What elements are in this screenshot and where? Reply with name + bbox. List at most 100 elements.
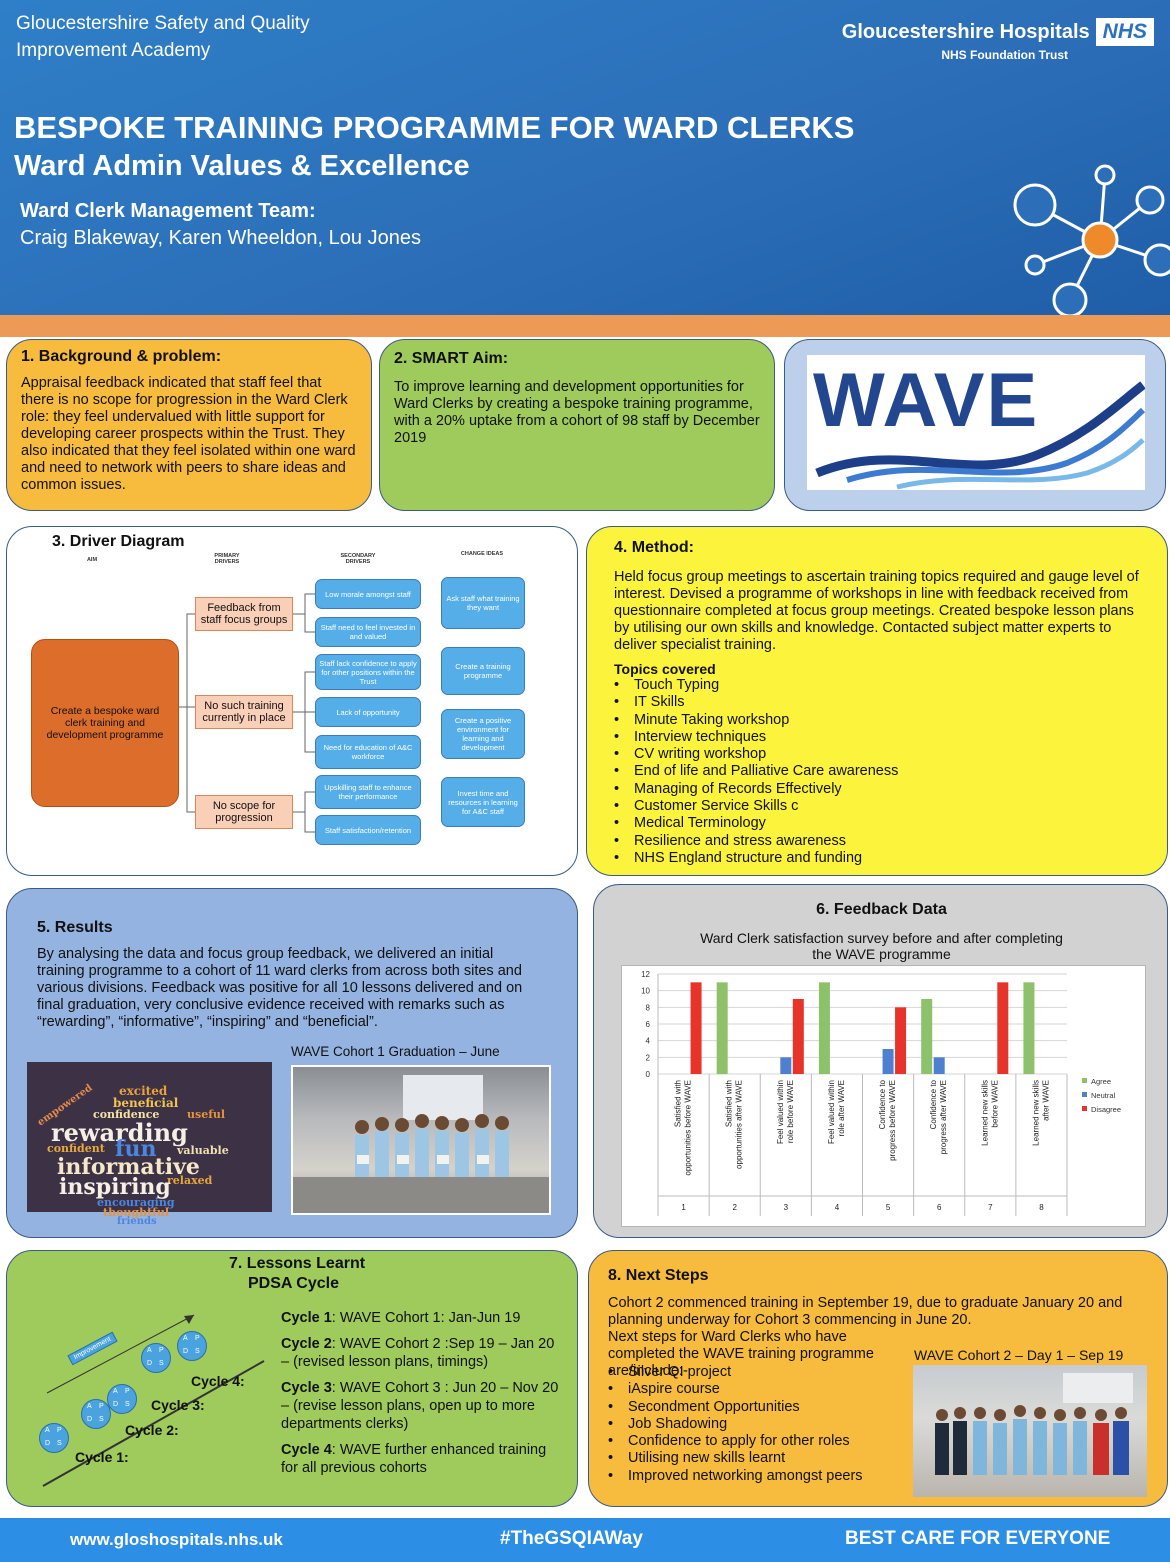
diagram-cycle-4-label: Cycle 4: <box>191 1373 245 1389</box>
topic-item: Customer Service Skills c <box>614 798 1140 816</box>
secondary-driver-2: Staff need to feel invested in and value… <box>315 617 421 647</box>
background-panel: 1. Background & problem: Appraisal feedb… <box>6 339 372 511</box>
driver-aim-box: Create a bespoke ward clerk training and… <box>31 639 179 807</box>
team-names: Craig Blakeway, Karen Wheeldon, Lou Jone… <box>20 227 421 249</box>
word-inspiring: inspiring <box>59 1174 171 1200</box>
driver-col-change: CHANGE IDEAS <box>460 551 504 557</box>
next-step-item: Confidence to apply for other roles <box>608 1433 863 1451</box>
background-heading: 1. Background & problem: <box>21 348 222 365</box>
topic-item: End of life and Palliative Care awarenes… <box>614 763 1140 781</box>
poster-subtitle: Ward Admin Values & Excellence <box>14 150 470 182</box>
diagram-cycle-2-label: Cycle 2: <box>125 1422 179 1438</box>
hospital-subtitle: NHS Foundation Trust <box>941 48 1068 62</box>
word-confidence: confidence <box>93 1108 160 1121</box>
graduation-group-image <box>293 1075 549 1213</box>
category-number: 1 <box>681 1203 686 1212</box>
topic-item: IT Skills <box>614 694 1140 712</box>
cohort2-photo <box>913 1365 1147 1497</box>
bar-agree <box>716 982 728 1074</box>
word-encouraging: encouraging <box>97 1196 175 1209</box>
cycle-text: : WAVE Cohort 3 : Jun 20 – Nov 20 – (rev… <box>281 1380 559 1432</box>
category-label: Learned new skillsafter WAVE <box>1031 1080 1050 1146</box>
bar-disagree <box>690 982 702 1074</box>
bar-agree <box>818 982 830 1074</box>
cycle-text: : WAVE Cohort 1: Jan-Jun 19 <box>331 1310 521 1326</box>
next-text: Cohort 2 commenced training in September… <box>608 1295 1123 1328</box>
word-useful: useful <box>187 1108 226 1121</box>
bar-neutral <box>933 1057 945 1074</box>
pdsa-letter: S <box>159 1360 164 1367</box>
bar-neutral <box>882 1049 894 1074</box>
pdsa-letter: P <box>159 1347 164 1354</box>
y-tick-label: 12 <box>641 970 650 979</box>
pdsa-letter: A <box>147 1347 152 1354</box>
topic-item: Medical Terminology <box>614 815 1140 833</box>
word-friends: friends <box>117 1216 157 1227</box>
method-text: Held focus group meetings to ascertain t… <box>614 569 1139 653</box>
diagram-cycle-1-label: Cycle 1: <box>75 1449 129 1465</box>
cycle-text: : WAVE further enhanced training for all… <box>281 1442 547 1476</box>
change-idea-1: Ask staff what training they want <box>441 577 525 629</box>
y-tick-label: 8 <box>646 1003 651 1012</box>
word-fun: fun <box>115 1136 157 1162</box>
poster-title: BESPOKE TRAINING PROGRAMME FOR WARD CLER… <box>14 110 855 145</box>
results-text: By analysing the data and focus group fe… <box>37 946 523 1030</box>
pdsa-letter: P <box>195 1335 200 1342</box>
cycle-description: Cycle 2: WAVE Cohort 2 :Sep 19 – Jan 20 … <box>281 1335 561 1371</box>
footer-bar: www.gloshospitals.nhs.uk #TheGSQIAWay BE… <box>0 1518 1170 1562</box>
change-idea-4: Invest time and resources in learning fo… <box>441 777 525 827</box>
y-tick-label: 6 <box>646 1020 651 1029</box>
pdsa-letter: D <box>45 1440 51 1447</box>
cycle-label: Cycle 2 <box>281 1336 332 1352</box>
cohort2-caption: WAVE Cohort 2 – Day 1 – Sep 19 <box>914 1347 1124 1363</box>
driver-col-secondary: SECONDARY DRIVERS <box>340 553 376 565</box>
pdsa-heading: PDSA Cycle <box>248 1275 339 1292</box>
change-idea-2: Create a training programme <box>441 647 525 695</box>
background-text: Appraisal feedback indicated that staff … <box>21 375 356 493</box>
word-thoughtful: thoughtful <box>103 1206 170 1219</box>
wave-swoosh-icon <box>815 381 1145 490</box>
driver-panel: 3. Driver Diagram AIM PRIMARY DRIVERS SE… <box>6 526 578 876</box>
results-heading: 5. Results <box>37 919 113 936</box>
next-step-item: Improved networking amongst peers <box>608 1468 863 1486</box>
bar-disagree <box>792 999 804 1074</box>
category-label: Learned new skillsbefore WAVE <box>980 1080 999 1146</box>
pdsa-letter: P <box>99 1403 104 1410</box>
aim-panel: 2. SMART Aim: To improve learning and de… <box>379 339 775 511</box>
secondary-driver-3: Staff lack confidence to apply for other… <box>315 654 421 690</box>
nhs-logo: NHS <box>1095 18 1154 46</box>
pdsa-letter: S <box>125 1401 130 1408</box>
footer-url-link[interactable]: www.gloshospitals.nhs.uk <box>70 1530 283 1549</box>
cycle-text: : WAVE Cohort 2 :Sep 19 – Jan 20 – (revi… <box>281 1336 555 1370</box>
method-heading: 4. Method: <box>614 539 694 556</box>
legend-label: Disagree <box>1091 1105 1121 1114</box>
bar-disagree <box>895 1007 907 1074</box>
topic-item: Resilience and stress awareness <box>614 833 1140 851</box>
category-number: 4 <box>835 1203 840 1212</box>
pdsa-letter: S <box>57 1440 62 1447</box>
next-heading: 8. Next Steps <box>608 1267 709 1284</box>
bar-neutral <box>780 1057 792 1074</box>
header-banner: Gloucestershire Safety and Quality Impro… <box>0 0 1170 315</box>
next-steps-list: Silver QI projectiAspire courseSecondmen… <box>608 1364 863 1485</box>
footer-slogan: BEST CARE FOR EVERYONE <box>845 1528 1111 1549</box>
legend-swatch <box>1082 1078 1087 1083</box>
bar-agree <box>921 999 933 1074</box>
aim-heading: 2. SMART Aim: <box>394 350 509 367</box>
bar-agree <box>1023 982 1035 1074</box>
category-number: 5 <box>886 1203 891 1212</box>
pdsa-letter: A <box>183 1335 188 1342</box>
next-text-2: Next steps for Ward Clerks who have comp… <box>608 1329 874 1379</box>
category-label: Satisfied withopportunities after WAVE <box>725 1080 744 1169</box>
category-label: Feel valued withinrole after WAVE <box>827 1080 846 1144</box>
primary-driver-3: No scope for progression <box>195 795 293 829</box>
category-label: Feel valued withinrole before WAVE <box>776 1080 795 1144</box>
topic-item: NHS England structure and funding <box>614 850 1140 868</box>
primary-driver-2: No such training currently in place <box>195 695 293 729</box>
pdsa-letter: P <box>125 1388 130 1395</box>
category-number: 3 <box>784 1203 789 1212</box>
topic-item: Interview techniques <box>614 729 1140 747</box>
